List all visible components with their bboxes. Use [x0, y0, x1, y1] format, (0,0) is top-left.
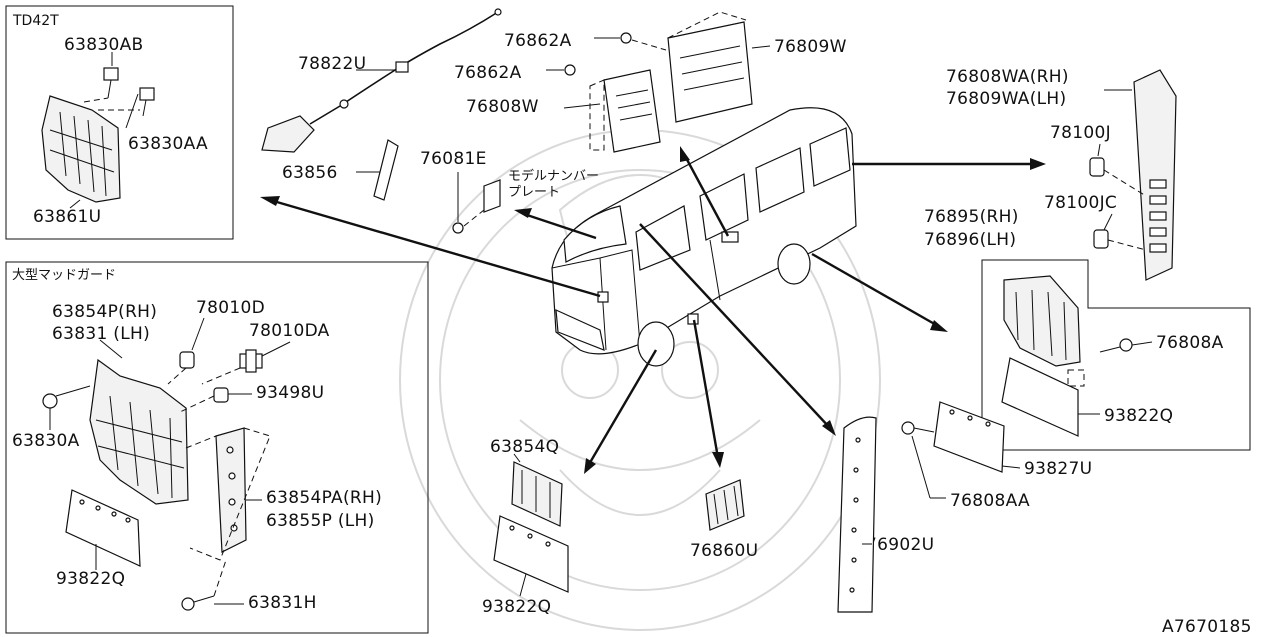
screw-icon	[564, 32, 632, 76]
part-label-63831-LH[interactable]: 63831 (LH)	[52, 324, 150, 344]
part-label-63830AA[interactable]: 63830AA	[128, 134, 208, 154]
part-label-76895-RH[interactable]: 76895(RH)	[924, 207, 1019, 227]
part-label-63854P-RH[interactable]: 63854P(RH)	[52, 302, 157, 322]
part-label-76808A[interactable]: 76808A	[1156, 333, 1224, 353]
part-label-76081E[interactable]: 76081E	[420, 149, 487, 169]
part-label-78010DA[interactable]: 78010DA	[249, 321, 330, 341]
part-label-63856[interactable]: 63856	[282, 163, 338, 183]
nut-icon	[239, 349, 263, 373]
part-label-76808AA[interactable]: 76808AA	[950, 491, 1030, 511]
part-label-93822Q-right[interactable]: 93822Q	[1104, 406, 1173, 426]
bolt-icon	[42, 385, 91, 409]
cable-78822U	[261, 8, 502, 153]
model-plate-label-line2[interactable]: プレート	[508, 185, 560, 200]
td42t-inset: TD42T 63830AB 63830AA 63861U	[5, 5, 234, 240]
part-label-76862A-mid[interactable]: 76862A	[454, 63, 522, 83]
part-label-76860U[interactable]: 76860U	[690, 541, 758, 561]
side-strip-76902U	[837, 416, 877, 613]
part-label-63830AB[interactable]: 63830AB	[64, 35, 143, 55]
mud-flap-93827U	[933, 401, 1005, 473]
part-label-78100JC[interactable]: 78100JC	[1044, 193, 1117, 213]
large-mudguard-title: 大型マッドガード	[12, 268, 116, 283]
mud-guard-76895	[1003, 275, 1081, 367]
mud-guard-63861U	[41, 95, 121, 203]
mud-flap-76808W	[603, 69, 661, 153]
part-label-93822Q-inset[interactable]: 93822Q	[56, 569, 125, 589]
part-label-93498U[interactable]: 93498U	[256, 383, 324, 403]
mud-guard-63854Q	[511, 461, 563, 527]
bus-body	[551, 107, 857, 367]
large-mudguard-inset: 大型マッドガード 63854P(RH) 63831 (LH) 78010D 78…	[5, 261, 429, 634]
model-plate-label-line1[interactable]: モデルナンバー	[508, 168, 599, 184]
bolt-icon	[181, 595, 215, 611]
part-label-63854PA-RH[interactable]: 63854PA(RH)	[266, 488, 382, 508]
bolt-icon	[1099, 338, 1133, 353]
mud-guard-76860U	[705, 479, 745, 531]
part-label-78822U[interactable]: 78822U	[298, 54, 366, 74]
part-label-76902U[interactable]: 76902U	[866, 535, 934, 555]
large-mudguard-frame	[5, 261, 429, 634]
bolt-icon	[213, 387, 229, 403]
part-label-76809WA-LH[interactable]: 76809WA(LH)	[946, 89, 1066, 109]
mud-flap-93822Q-right	[1001, 357, 1079, 437]
clip-icon	[179, 351, 195, 369]
leader-arrows	[260, 146, 1046, 474]
bolt-icon	[901, 421, 935, 435]
mud-flap-76809W	[667, 21, 753, 123]
part-label-63830A[interactable]: 63830A	[12, 431, 80, 451]
part-label-93822Q-bottom[interactable]: 93822Q	[482, 597, 551, 617]
part-label-76896-LH[interactable]: 76896(LH)	[924, 230, 1016, 250]
diagram-id: A7670185	[1162, 617, 1252, 637]
part-label-63861U[interactable]: 63861U	[33, 207, 101, 227]
model-number-plate	[483, 179, 501, 213]
part-label-76808W[interactable]: 76808W	[466, 97, 539, 117]
part-label-76862A-top[interactable]: 76862A	[504, 31, 572, 51]
part-label-78010D[interactable]: 78010D	[196, 298, 265, 318]
clip-icon	[1089, 157, 1109, 249]
part-label-93827U[interactable]: 93827U	[1024, 459, 1092, 479]
part-label-76808WA-RH[interactable]: 76808WA(RH)	[946, 67, 1069, 87]
part-label-63855P-LH[interactable]: 63855P (LH)	[266, 511, 375, 531]
part-label-78100J[interactable]: 78100J	[1050, 123, 1111, 143]
td42t-frame	[5, 5, 234, 240]
part-label-63831H[interactable]: 63831H	[248, 593, 317, 613]
rivet-icon	[452, 222, 464, 234]
part-label-63854Q[interactable]: 63854Q	[490, 437, 559, 457]
mud-guard-63854P	[89, 358, 189, 505]
right-mudflap-inset: 76895(RH) 76896(LH) 76808A 93822Q	[924, 207, 1251, 451]
mud-flap-93822Q-bottom	[493, 515, 569, 593]
td42t-title: TD42T	[12, 13, 59, 29]
mud-flap-93822Q-inset	[65, 489, 141, 567]
rear-wheel-icon	[777, 243, 811, 285]
front-wheel-icon	[637, 321, 675, 367]
side-cover-76808WA	[1133, 69, 1177, 281]
bracket-63854PA	[215, 427, 247, 553]
bracket-63856	[373, 139, 399, 201]
bolt-icon	[103, 67, 155, 117]
part-label-76809W[interactable]: 76809W	[774, 37, 847, 57]
